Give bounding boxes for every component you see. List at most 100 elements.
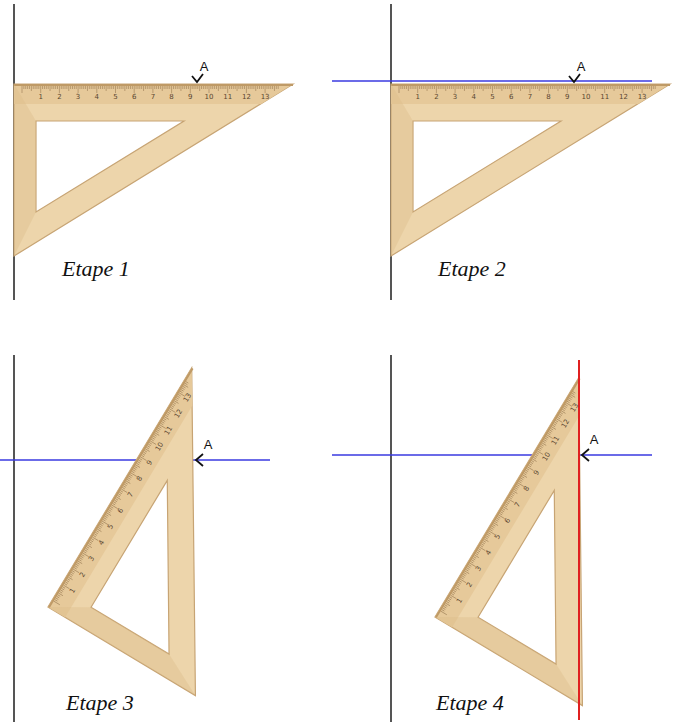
ruler-tick	[604, 86, 605, 93]
ruler-tick	[184, 385, 188, 388]
ruler-tick	[97, 529, 101, 532]
ruler-tick	[75, 566, 78, 568]
ruler-tick	[233, 86, 234, 89]
ruler-number: 12	[242, 94, 251, 101]
point-mark	[192, 74, 203, 82]
ruler-tick	[600, 86, 601, 89]
ruler-tick	[63, 86, 64, 89]
ruler-tick	[542, 443, 546, 446]
ruler-tick	[425, 86, 426, 89]
ruler-tick	[496, 86, 497, 89]
ruler-tick	[505, 86, 506, 89]
ruler-tick	[108, 86, 109, 89]
ruler-tick	[406, 86, 407, 89]
ruler-tick	[170, 407, 173, 409]
bevel	[48, 588, 207, 695]
ruler-tick	[98, 527, 101, 529]
ruler-tick	[642, 86, 643, 93]
step-caption: Etape 3	[66, 692, 134, 714]
ruler-tick	[647, 86, 648, 89]
ruler-tick	[569, 398, 572, 400]
ruler-tick	[513, 86, 514, 89]
ruler-tick	[460, 86, 461, 89]
ruler-tick	[133, 470, 136, 472]
ruler-tick	[546, 436, 549, 438]
ruler-tick	[476, 552, 479, 554]
ruler-tick	[220, 86, 221, 89]
ruler-tick	[119, 492, 122, 494]
ruler-tick	[564, 406, 567, 408]
ruler-number: 6	[132, 94, 136, 101]
ruler-tick	[488, 533, 491, 535]
ruler-tick	[160, 86, 161, 89]
ruler-tick	[65, 582, 68, 584]
ruler-tick	[128, 478, 131, 480]
ruler-tick	[508, 499, 514, 503]
ruler-tick	[608, 86, 609, 89]
ruler-tick	[517, 485, 520, 487]
ruler-tick	[123, 486, 126, 488]
ruler-tick	[451, 594, 454, 596]
ruler-tick	[511, 494, 514, 496]
ruler-tick	[432, 86, 433, 89]
ruler-tick	[402, 86, 403, 89]
ruler-tick	[503, 86, 504, 89]
ruler-tick	[173, 86, 174, 89]
ruler-tick	[164, 86, 165, 89]
ruler-tick	[522, 86, 523, 89]
ruler-tick	[502, 510, 505, 512]
ruler-tick	[130, 86, 131, 89]
ruler-tick	[606, 86, 607, 89]
ruler-tick	[169, 86, 170, 89]
ruler-tick	[483, 86, 484, 91]
ruler-tick	[86, 548, 89, 550]
ruler-tick	[152, 86, 153, 93]
ruler-tick	[139, 86, 140, 89]
ruler-tick	[78, 86, 79, 93]
ruler-tick	[552, 427, 556, 430]
ruler-tick	[440, 86, 441, 89]
ruler-tick	[54, 601, 60, 605]
ruler-number: 8	[546, 94, 550, 101]
ruler-tick	[447, 86, 448, 89]
ruler-tick	[231, 86, 232, 89]
ruler-tick	[587, 86, 588, 89]
ruler-tick	[266, 86, 267, 89]
ruler-tick	[167, 414, 170, 416]
ruler-tick	[63, 585, 69, 589]
ruler-tick	[150, 441, 156, 445]
ruler-tick	[477, 86, 478, 89]
ruler-number: 13	[261, 94, 270, 101]
ruler-tick	[88, 545, 92, 548]
ruler-tick	[524, 473, 527, 475]
ruler-tick	[499, 515, 505, 519]
ruler-tick	[100, 86, 101, 89]
ruler-tick	[147, 86, 148, 89]
ruler-number: 5	[113, 94, 117, 101]
ruler-tick	[156, 86, 157, 89]
ruler-tick	[526, 86, 527, 89]
ruler-tick	[59, 593, 63, 596]
ruler-tick	[151, 439, 154, 441]
ruler-tick	[505, 504, 508, 506]
ruler-tick	[512, 493, 515, 495]
ruler-number: 11	[600, 94, 609, 101]
ruler-tick	[96, 531, 99, 533]
ruler-tick	[567, 401, 570, 403]
ruler-tick	[486, 86, 487, 89]
ruler-tick	[546, 86, 547, 89]
ruler-tick	[90, 540, 93, 542]
ruler-tick	[561, 86, 562, 89]
ruler-tick	[541, 86, 542, 89]
ruler-tick	[621, 86, 622, 89]
ruler-tick	[494, 86, 495, 89]
ruler-tick	[140, 459, 143, 461]
point-label: A	[590, 433, 599, 446]
ruler-tick	[486, 536, 489, 538]
ruler-tick	[186, 382, 189, 384]
ruler-tick	[479, 86, 480, 89]
ruler-tick	[498, 86, 499, 89]
ruler-tick	[627, 86, 628, 89]
ruler-tick	[514, 86, 515, 89]
ruler-number: 12	[619, 94, 628, 101]
